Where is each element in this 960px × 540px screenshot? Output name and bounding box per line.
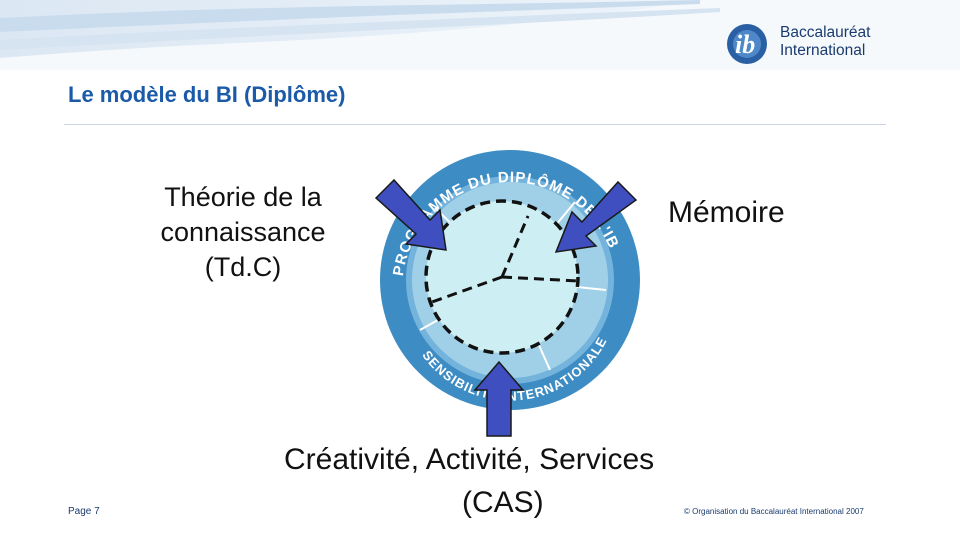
page-number: Page 7 [68,506,100,517]
cas-label-line1: Créativité, Activité, Services [284,443,655,476]
memoire-label: Mémoire [668,196,785,229]
copyright-notice: © Organisation du Baccalauréat Internati… [684,507,864,516]
ib-hexagon-model-diagram: PROGRAMME DU DIPLÔME DE L'IB SENSIBILITÉ… [374,150,640,437]
page-title: Le modèle du BI (Diplôme) [68,82,346,107]
tok-label: Théorie de la connaissance (Td.C) [160,182,326,282]
header-banner [0,0,960,70]
title-divider [64,124,886,125]
ib-logo-icon: ib [727,24,767,64]
arrow-memoire [554,180,638,253]
logo-line2: International [780,42,866,59]
arrow-cas [473,360,525,437]
cas-label-line2: (CAS) [462,486,544,519]
logo-line1: Baccalauréat [780,24,871,41]
ib-logo: ib Baccalauréat International [725,22,895,66]
svg-text:ib: ib [735,30,755,59]
arrow-tok [374,178,447,251]
